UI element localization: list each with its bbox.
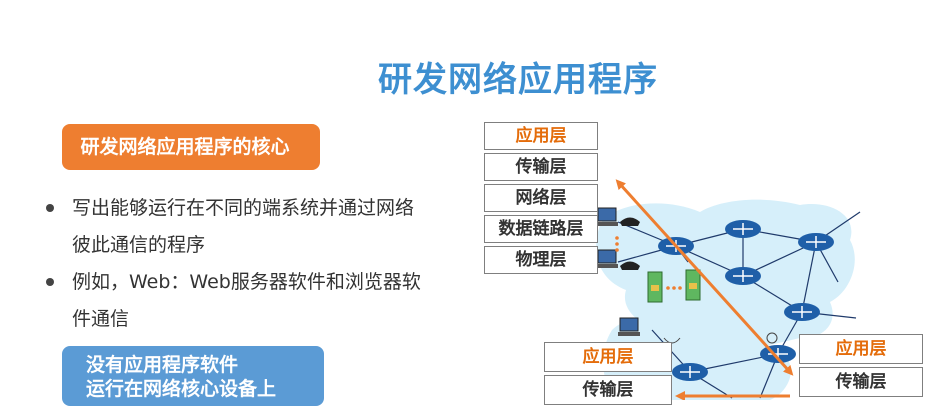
ellipsis-dots [666,286,682,290]
layer-transport: 传输层 [799,367,923,397]
router-icon [798,233,834,251]
protocol-stack-bottom-right: 应用层 传输层 [799,334,923,400]
bullet-dot [46,278,54,286]
computer-icon [596,249,618,268]
computer-icon [596,207,618,226]
no-app-line: 运行在网络核心设备上 [86,378,277,400]
end-to-end-arrow [615,179,794,376]
bullet-line: 彼此通信的程序 [72,234,206,256]
router-icon [784,303,820,321]
server-icon [685,269,701,301]
ellipsis-dots [615,236,619,252]
bullet-line: 件通信 [72,308,130,330]
layer-datalink: 数据链路层 [484,215,598,243]
no-app-badge: 没有应用程序软件 运行在网络核心设备上 [62,346,324,406]
bullet-line: 写出能够运行在不同的端系统并通过网络 [72,197,415,219]
no-app-line: 没有应用程序软件 [86,354,239,376]
computer-icon [618,317,640,336]
bullet-line: 例如，Web：Web服务器软件和浏览器软 [72,271,421,293]
protocol-stack-bottom-left: 应用层 传输层 [544,342,672,408]
bullet-dot [46,204,54,212]
bullet-item: 例如，Web：Web服务器软件和浏览器软 件通信 [72,264,462,338]
router-icon [725,220,761,238]
core-badge: 研发网络应用程序的核心 [62,124,320,170]
bullet-item: 写出能够运行在不同的端系统并通过网络 彼此通信的程序 [72,190,462,264]
layer-application: 应用层 [799,334,923,364]
router-icon [672,363,708,381]
router-icon [725,267,761,285]
layer-application: 应用层 [484,122,598,150]
layer-network: 网络层 [484,184,598,212]
protocol-stack-left: 应用层 传输层 网络层 数据链路层 物理层 [484,122,598,277]
layer-physical: 物理层 [484,246,598,274]
layer-transport: 传输层 [484,153,598,181]
layer-application: 应用层 [544,342,672,372]
layer-transport: 传输层 [544,375,672,405]
page-title: 研发网络应用程序 [378,60,658,100]
server-icon [647,271,663,303]
core-badge-text: 研发网络应用程序的核心 [80,136,290,158]
